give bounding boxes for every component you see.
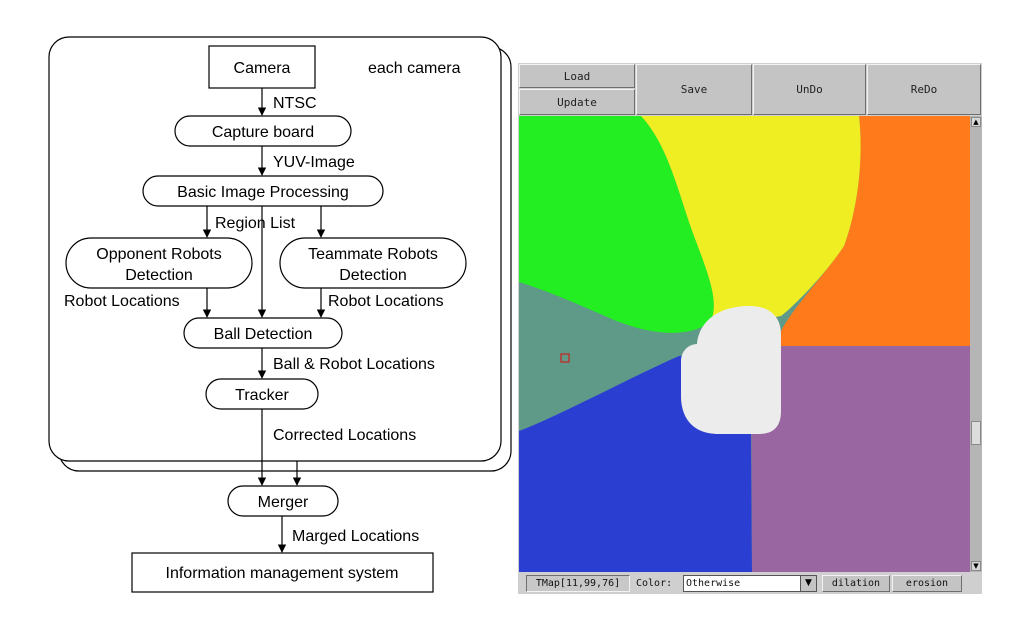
opponent-detection-node — [65, 237, 253, 289]
color-regions — [519, 116, 970, 572]
dilation-button[interactable]: dilation — [822, 575, 890, 592]
scroll-down-icon[interactable]: ▼ — [971, 561, 981, 571]
opponent-detection-label-2: Detection — [125, 267, 193, 284]
ball-detection-label: Ball Detection — [214, 326, 313, 343]
region-white — [681, 306, 781, 434]
capture-board-node — [174, 115, 352, 147]
region-list-label: Region List — [215, 215, 296, 232]
undo-button[interactable]: UnDo — [753, 64, 866, 115]
tmap-readout: TMap[11,99,76] — [526, 575, 630, 592]
selection-marker[interactable] — [560, 353, 570, 363]
region-purple — [751, 346, 970, 572]
save-button[interactable]: Save — [636, 64, 752, 115]
teammate-detection-label-1: Teammate Robots — [308, 246, 438, 263]
teammate-detection-label-2: Detection — [339, 267, 407, 284]
scrollbar-thumb[interactable] — [971, 421, 981, 445]
merger-node — [227, 485, 339, 517]
robot-locations-left-label: Robot Locations — [64, 293, 180, 310]
color-label: Color: — [636, 578, 673, 589]
each-camera-label: each camera — [368, 60, 461, 77]
info-system-label: Information management system — [166, 565, 399, 582]
region-yellow — [641, 116, 861, 322]
robot-locations-right-label: Robot Locations — [328, 293, 444, 310]
info-system-node — [131, 552, 434, 593]
ball-detection-node — [183, 317, 343, 349]
basic-processing-label: Basic Image Processing — [177, 184, 349, 201]
load-button[interactable]: Load — [519, 64, 635, 88]
ntsc-label: NTSC — [273, 95, 317, 112]
color-map-editor: Load Update Save UnDo ReDo ▲ ▼ TMap[11,9… — [518, 63, 982, 594]
ball-robot-locations-label: Ball & Robot Locations — [273, 356, 435, 373]
vertical-scrollbar[interactable]: ▲ ▼ — [970, 116, 982, 572]
color-select-value: Otherwise — [686, 578, 741, 589]
update-button[interactable]: Update — [519, 89, 635, 115]
color-map-canvas[interactable] — [519, 116, 970, 572]
marged-locations-label: Marged Locations — [292, 528, 419, 545]
redo-button[interactable]: ReDo — [867, 64, 981, 115]
region-orange — [781, 116, 970, 346]
camera-group-frame — [48, 36, 502, 462]
region-green — [519, 116, 714, 333]
merger-label: Merger — [258, 494, 309, 511]
basic-processing-node — [142, 175, 384, 207]
teammate-detection-node — [279, 237, 467, 289]
tracker-label: Tracker — [235, 387, 289, 404]
yuv-image-label: YUV-Image — [273, 154, 355, 171]
corrected-locations-label: Corrected Locations — [273, 427, 416, 444]
chevron-down-icon[interactable]: ▼ — [800, 576, 816, 591]
camera-label: Camera — [234, 60, 291, 77]
status-bar: TMap[11,99,76] Color: Otherwise ▼ dilati… — [518, 572, 982, 594]
opponent-detection-label-1: Opponent Robots — [96, 246, 221, 263]
flow-diagram: Camera each camera Capture board Basic I… — [48, 36, 512, 593]
erosion-button[interactable]: erosion — [892, 575, 962, 592]
scroll-up-icon[interactable]: ▲ — [971, 117, 981, 127]
color-select[interactable]: Otherwise ▼ — [683, 575, 817, 592]
capture-board-label: Capture board — [212, 124, 314, 141]
